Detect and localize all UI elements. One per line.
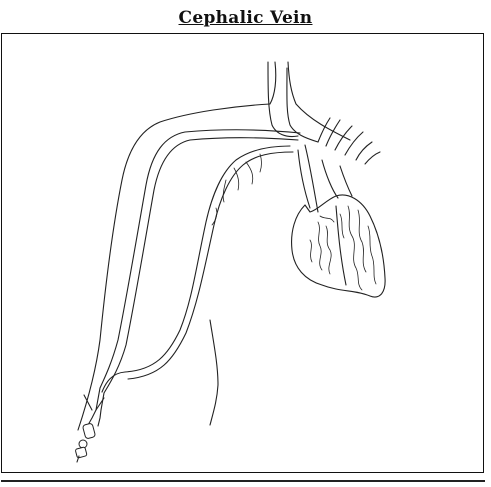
great-vessels [298,118,380,212]
body-outline [78,62,350,430]
vein-network [96,62,318,410]
catheter-hub [75,395,104,462]
heart [292,160,386,297]
